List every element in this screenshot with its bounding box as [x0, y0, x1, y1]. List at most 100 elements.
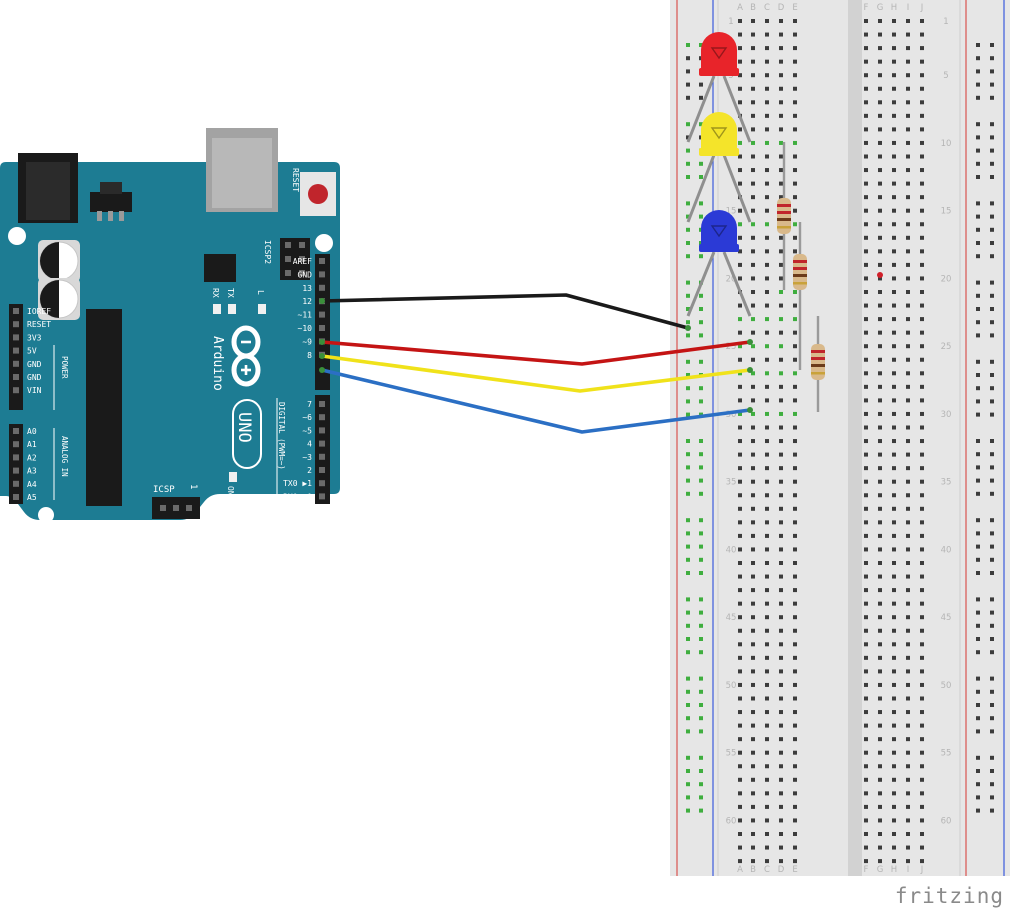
wires	[319, 293, 753, 434]
rail-hole	[976, 769, 980, 773]
rail-hole	[990, 254, 994, 259]
icsp-pin	[160, 505, 166, 511]
breadboard-hole	[878, 154, 882, 159]
breadboard-hole	[793, 398, 797, 403]
circuit-components	[686, 32, 825, 412]
breadboard-hole	[793, 46, 797, 51]
rail-hole	[976, 676, 980, 681]
breadboard-hole	[765, 479, 769, 484]
breadboard-hole	[765, 818, 769, 823]
breadboard-hole	[864, 791, 868, 796]
breadboard-hole	[906, 615, 910, 620]
breadboard-hole	[765, 398, 769, 403]
column-letter: I	[907, 865, 910, 875]
rail-hole	[976, 56, 980, 61]
breadboard-hole	[765, 791, 769, 796]
rail-hole	[686, 201, 690, 206]
breadboard-hole	[906, 628, 910, 633]
breadboard-hole	[793, 506, 797, 511]
breadboard-hole	[920, 127, 924, 132]
breadboard-hole	[765, 330, 769, 335]
pin10-wire	[320, 354, 752, 393]
breadboard-hole	[793, 235, 797, 240]
rail-hole	[686, 478, 690, 483]
rail-hole	[976, 782, 980, 787]
header-pin-label: ~11	[298, 311, 313, 320]
breadboard-hole	[751, 127, 755, 132]
breadboard-hole	[864, 520, 868, 525]
breadboard-hole	[920, 262, 924, 267]
breadboard-hole	[920, 669, 924, 674]
breadboard-hole	[765, 140, 769, 145]
breadboard-hole	[920, 86, 924, 91]
row-number: 50	[726, 681, 737, 691]
row-number: 45	[726, 613, 737, 623]
breadboard-hole	[892, 411, 896, 416]
breadboard-hole	[878, 195, 882, 200]
rail-hole	[990, 729, 994, 734]
breadboard-hole	[864, 804, 868, 809]
breadboard-hole	[864, 19, 868, 23]
rail-hole	[976, 465, 980, 470]
rail-hole	[990, 623, 994, 628]
rail-hole	[686, 161, 690, 166]
breadboard-hole	[878, 561, 882, 565]
breadboard-hole	[765, 574, 769, 579]
rail-hole	[976, 755, 980, 760]
breadboard-hole	[892, 303, 896, 308]
rail-hole	[699, 769, 703, 773]
rail-hole	[686, 610, 690, 615]
breadboard-hole	[793, 195, 797, 200]
header-pin-label: ~3	[302, 453, 312, 462]
rail-hole	[990, 82, 994, 87]
breadboard-hole	[892, 845, 896, 850]
breadboard-hole	[738, 520, 742, 525]
breadboard-hole	[779, 439, 783, 444]
breadboard-hole	[906, 222, 910, 227]
breadboard-hole	[765, 547, 769, 552]
breadboard-hole	[765, 384, 769, 389]
column-letter: F	[864, 865, 869, 875]
wire-endpoint	[319, 367, 325, 373]
column-letter: D	[778, 865, 785, 875]
rail-hole	[699, 214, 703, 219]
breadboard-hole	[920, 832, 924, 836]
breadboard-hole	[892, 791, 896, 796]
breadboard-hole	[906, 384, 910, 389]
rail-hole	[976, 82, 980, 87]
breadboard-hole	[751, 384, 755, 389]
rail-hole	[976, 439, 980, 443]
rail-hole	[699, 637, 703, 641]
breadboard-hole	[793, 290, 797, 294]
rail-hole	[976, 689, 980, 694]
row-number: 60	[941, 816, 952, 826]
breadboard-hole	[892, 588, 896, 593]
breadboard-hole	[920, 818, 924, 823]
breadboard-hole	[793, 100, 797, 105]
rail-hole	[990, 452, 994, 457]
breadboard-hole	[864, 601, 868, 606]
breadboard-hole	[751, 493, 755, 498]
breadboard-hole	[864, 181, 868, 186]
breadboard-hole	[892, 655, 896, 660]
breadboard-hole	[751, 290, 755, 294]
rail-hole	[686, 280, 690, 285]
breadboard-hole	[751, 317, 755, 322]
header-pin	[13, 334, 19, 341]
breadboard-hole	[864, 845, 868, 850]
column-letter: I	[907, 3, 910, 13]
breadboard-hole	[906, 262, 910, 267]
row-number: 30	[726, 410, 737, 420]
breadboard-hole	[906, 764, 910, 769]
header-pin	[13, 387, 19, 394]
breadboard-hole	[892, 384, 896, 389]
breadboard-hole	[765, 290, 769, 294]
rail-hole	[699, 571, 703, 575]
breadboard-hole	[864, 466, 868, 471]
arduino-logo-symbols	[241, 340, 251, 375]
breadboard-hole	[765, 222, 769, 227]
row-number: 10	[941, 139, 952, 149]
breadboard-hole	[906, 533, 910, 538]
resistor-3	[811, 344, 825, 380]
header-pin-label: ~5	[302, 426, 312, 435]
